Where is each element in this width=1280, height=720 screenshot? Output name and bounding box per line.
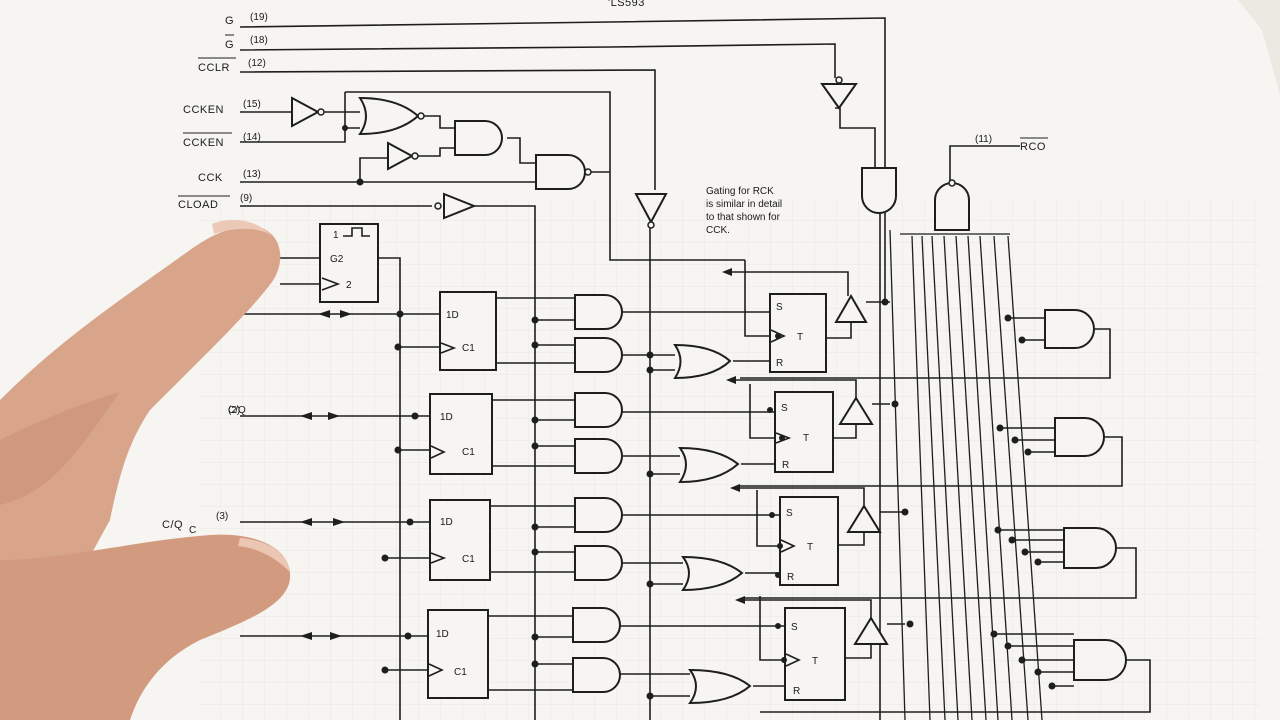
input-cload: CLOAD (9): [178, 193, 252, 211]
and-gate-rco: [934, 179, 970, 231]
svg-text:G: G: [225, 15, 234, 27]
svg-text:1D: 1D: [440, 412, 453, 423]
buffer-g-bar: [820, 76, 858, 110]
svg-text:1D: 1D: [440, 517, 453, 528]
and-gate-enable: [454, 120, 503, 156]
svg-text:R: R: [793, 686, 800, 697]
output-rco: (11) RCO: [975, 134, 1048, 153]
stage-1: 1D C1 S T R: [240, 260, 890, 380]
svg-text:(14): (14): [243, 132, 261, 143]
svg-text:R: R: [776, 358, 783, 369]
input-g: G (19): [225, 12, 268, 27]
svg-text:S: S: [776, 302, 783, 313]
bus-arrows: [300, 268, 745, 640]
input-ccken-bar: CCKEN (14): [183, 132, 261, 149]
svg-text:T: T: [803, 433, 809, 444]
svg-text:S: S: [786, 508, 793, 519]
stage-3: 1D C1 S T R: [240, 487, 905, 592]
svg-text:C1: C1: [462, 554, 475, 565]
svg-text:R: R: [782, 460, 789, 471]
svg-text:S: S: [791, 622, 798, 633]
svg-text:(19): (19): [250, 12, 268, 23]
svg-text:1D: 1D: [436, 629, 449, 640]
svg-text:RCO: RCO: [1020, 141, 1046, 153]
junction-dots: [381, 298, 914, 700]
svg-text:T: T: [797, 332, 803, 343]
svg-text:1: 1: [333, 230, 339, 241]
gating-note: Gating for RCK is similar in detail to t…: [706, 186, 782, 236]
bus-pin-3: C/Q C (3): [162, 511, 228, 536]
svg-text:CCKEN: CCKEN: [183, 104, 224, 116]
svg-text:C1: C1: [462, 447, 475, 458]
svg-text:C1: C1: [462, 343, 475, 354]
svg-text:C1: C1: [454, 667, 467, 678]
svg-text:C: C: [189, 525, 196, 536]
svg-text:R: R: [787, 572, 794, 583]
svg-text:(15): (15): [243, 99, 261, 110]
buffer-ccken: [291, 96, 325, 128]
input-ccken: CCKEN (15): [183, 99, 261, 116]
svg-text:CCK: CCK: [198, 172, 223, 184]
pointing-hand: [0, 220, 291, 720]
top-dots: [342, 125, 364, 186]
svg-text:1D: 1D: [446, 310, 459, 321]
input-cck: CCK (13): [198, 169, 261, 184]
svg-text:to that shown for: to that shown for: [706, 212, 781, 223]
svg-text:G2: G2: [330, 254, 344, 265]
svg-text:T: T: [812, 656, 818, 667]
svg-text:C/Q: C/Q: [228, 405, 246, 416]
svg-text:CCK.: CCK.: [706, 225, 730, 236]
right-bus: [889, 229, 1043, 720]
svg-text:T: T: [807, 542, 813, 553]
svg-text:(13): (13): [243, 169, 261, 180]
part-number: 'LS593: [608, 0, 645, 9]
svg-text:S: S: [781, 403, 788, 414]
svg-text:CCKEN: CCKEN: [183, 137, 224, 149]
svg-text:CLOAD: CLOAD: [178, 199, 218, 211]
svg-text:CCLR: CCLR: [198, 62, 230, 74]
svg-text:is similar in detail: is similar in detail: [706, 199, 782, 210]
svg-text:(9): (9): [240, 193, 252, 204]
and-gate-g: [861, 167, 897, 214]
svg-text:2: 2: [346, 280, 352, 291]
register-block: 1 G2 2: [280, 223, 401, 720]
svg-text:G: G: [225, 39, 234, 51]
rco-and-gates: [740, 309, 1151, 713]
input-g-bar: G (18): [225, 34, 268, 51]
svg-text:(11): (11): [975, 134, 992, 145]
nor-gate-enable: [358, 96, 425, 136]
bus-pin-2: C/Q (2): [228, 405, 246, 416]
stage-2: 1D C1 S T R: [240, 379, 890, 484]
svg-text:(2): (2): [228, 405, 240, 416]
buffer-ccken-bar: [387, 141, 419, 171]
svg-text:(18): (18): [250, 35, 268, 46]
buffer-cload: [434, 192, 477, 220]
svg-text:(3): (3): [216, 511, 228, 522]
svg-text:C/Q: C/Q: [162, 519, 183, 531]
nand-gate-cck: [535, 154, 592, 190]
svg-text:(12): (12): [248, 58, 266, 69]
buffer-cclr: [634, 193, 668, 229]
svg-text:Gating for RCK: Gating for RCK: [706, 186, 774, 197]
input-cclr: CCLR (12): [198, 57, 266, 74]
stage-4: 1D C1 S T R: [240, 596, 905, 705]
